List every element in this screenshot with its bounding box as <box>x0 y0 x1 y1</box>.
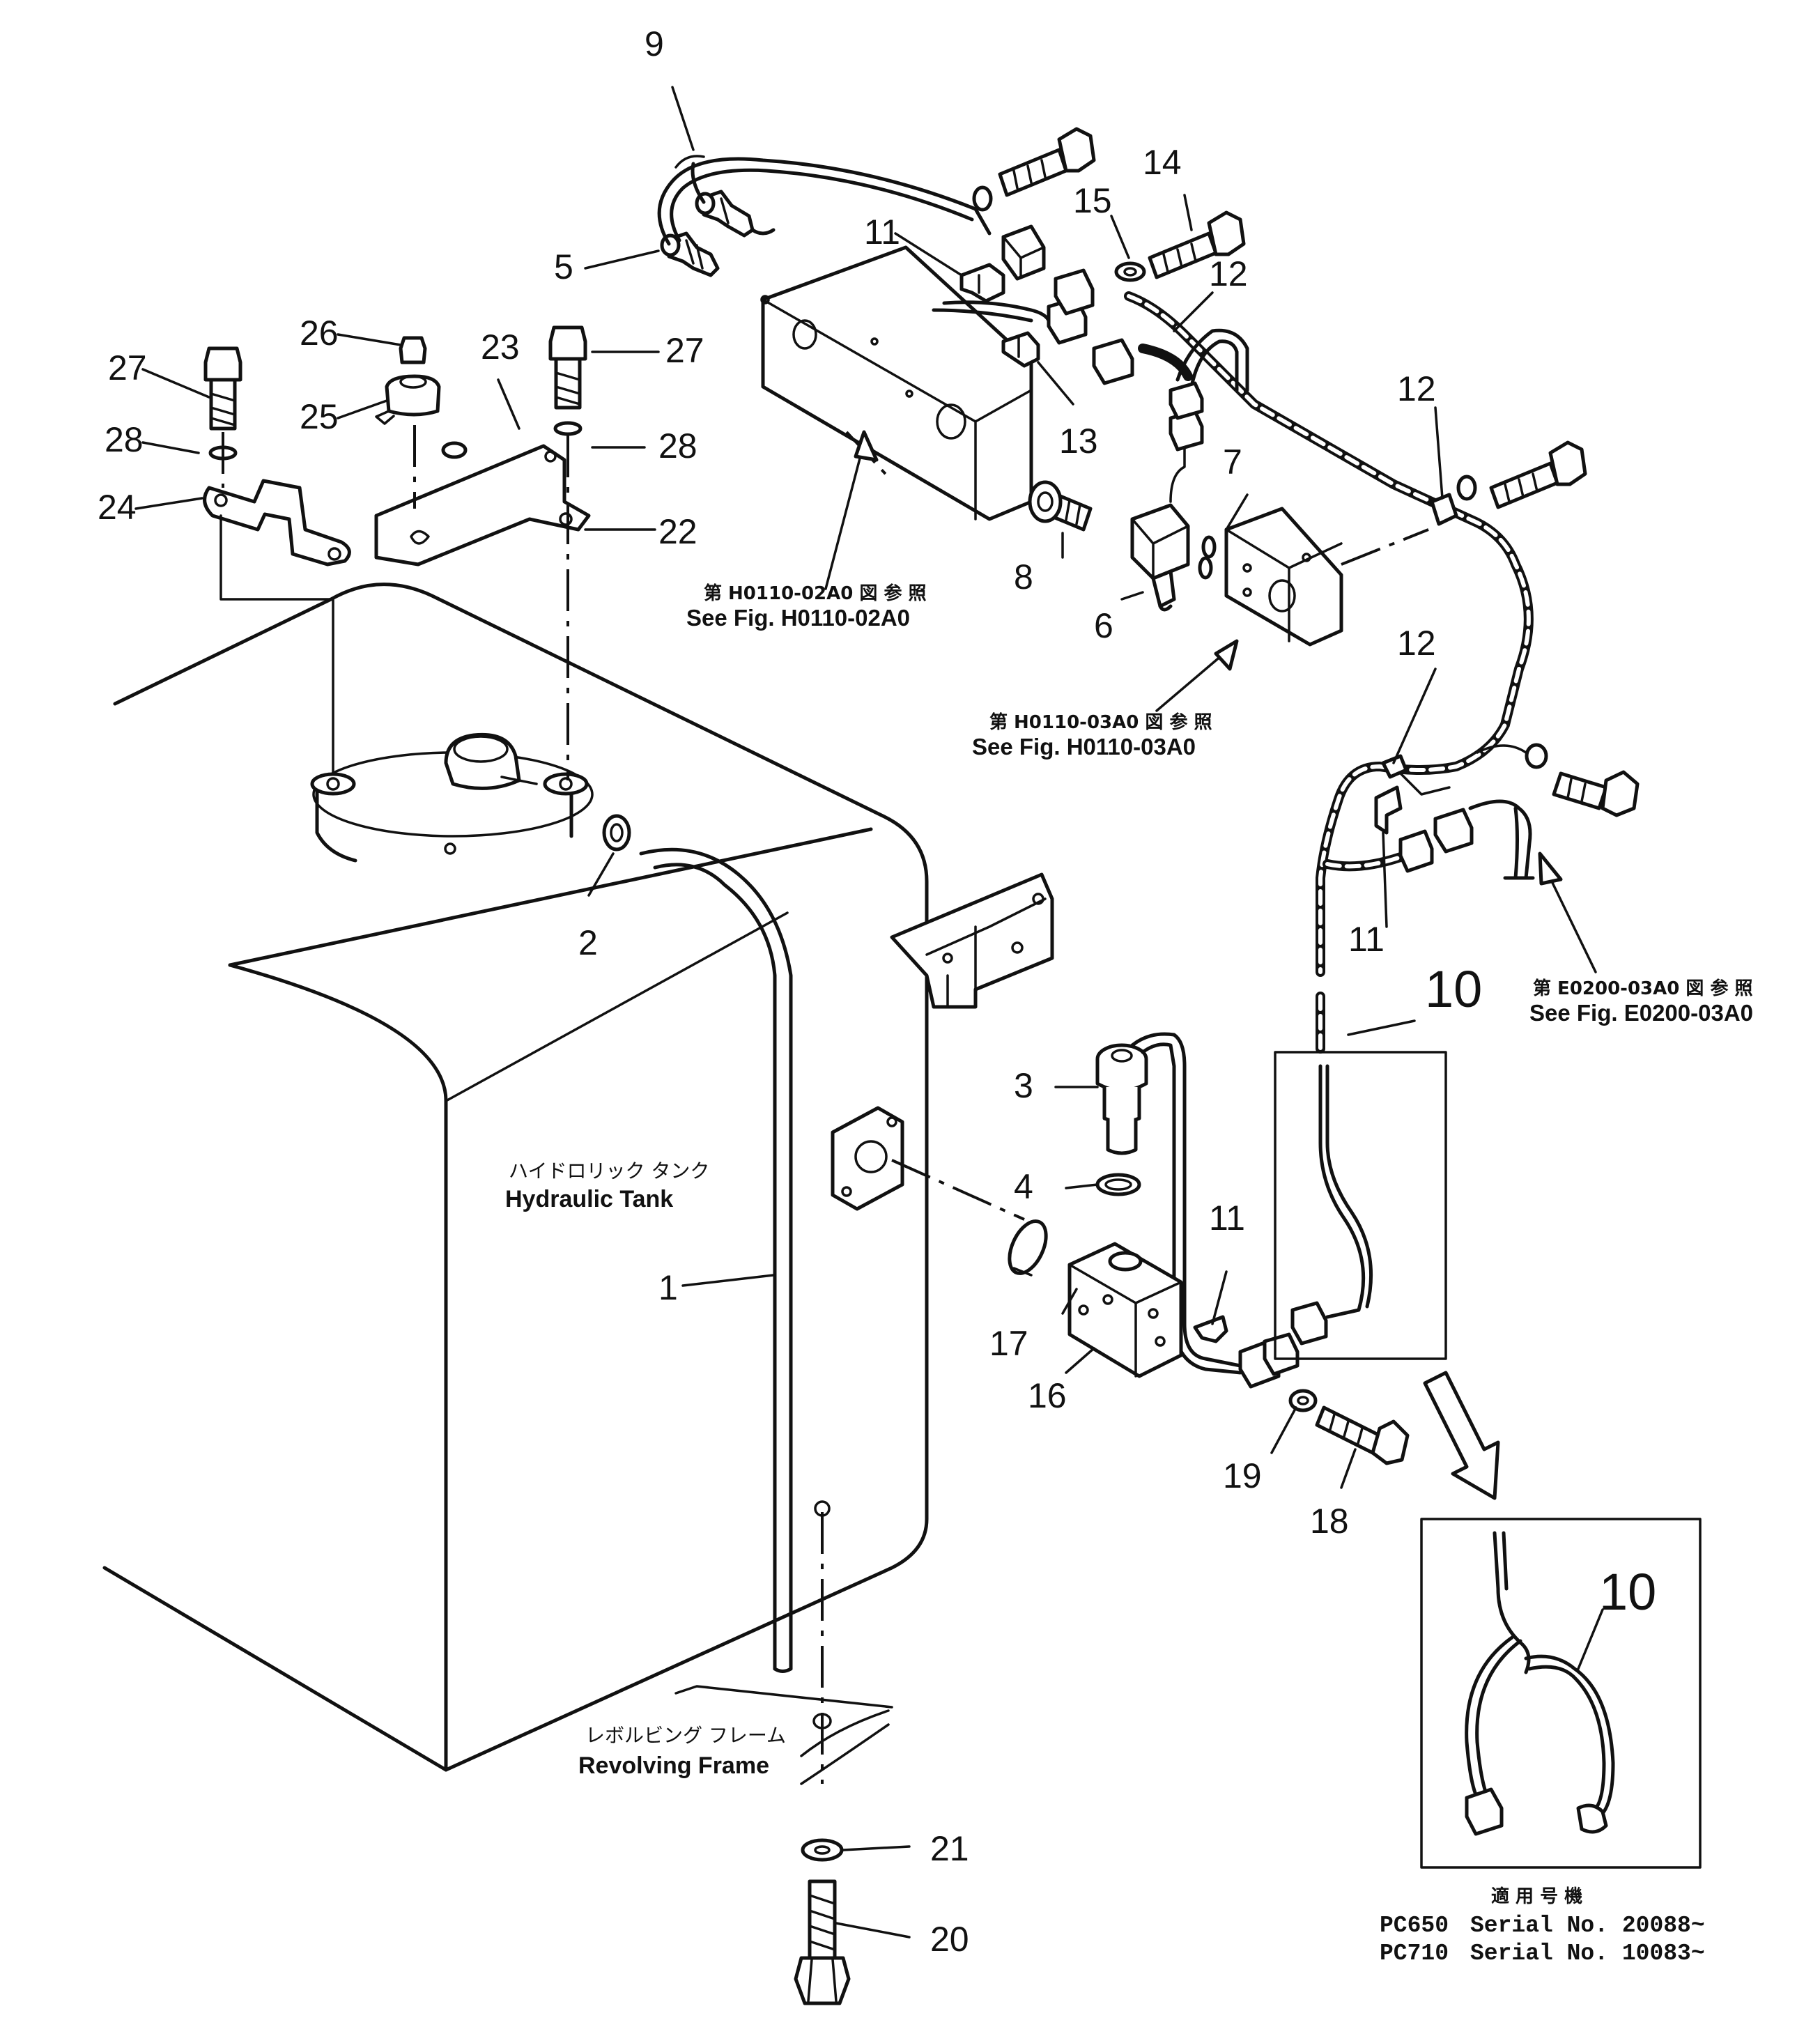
serial-text-1: Serial No. 20088~ <box>1470 1913 1705 1939</box>
hydraulic-tank-label-jp: ハイドロリック タンク <box>509 1159 709 1182</box>
revolving-frame <box>674 1500 893 1785</box>
washer-15 <box>1114 261 1146 282</box>
callout-2: 2 <box>578 923 598 962</box>
callout-10: 10 <box>1425 960 1482 1018</box>
clip-13 <box>1001 331 1040 368</box>
callout-21: 21 <box>930 1829 969 1868</box>
hydraulic-tank <box>102 583 1054 1772</box>
bolt-right-mid <box>1476 743 1640 817</box>
callout-11-lower: 11 <box>1209 1199 1245 1238</box>
callout-7: 7 <box>1223 442 1242 481</box>
washer-19 <box>1288 1389 1318 1412</box>
valve-block-right <box>1224 507 1429 647</box>
sensor-25-26 <box>375 336 441 509</box>
callout-12-top: 12 <box>1209 254 1248 293</box>
callout-28-left: 28 <box>105 420 144 459</box>
serial-model-2: PC710 <box>1380 1941 1449 1966</box>
bracket-24 <box>203 479 351 775</box>
callout-6: 6 <box>1094 606 1113 645</box>
serial-model-1: PC650 <box>1380 1913 1449 1939</box>
connector-lower <box>1238 1332 1300 1389</box>
detail-box-lower <box>1420 1518 1702 1869</box>
callout-23: 23 <box>481 327 520 367</box>
revolving-frame-label-en: Revolving Frame <box>578 1752 769 1779</box>
bolt-27-right <box>548 325 587 780</box>
leaders <box>134 86 1604 1939</box>
callout-11-right: 11 <box>1348 920 1385 959</box>
callout-28-right: 28 <box>658 426 697 465</box>
callout-3: 3 <box>1014 1066 1033 1105</box>
callout-10-detail: 10 <box>1599 1563 1656 1621</box>
callout-9: 9 <box>645 24 664 63</box>
callout-26: 26 <box>300 314 339 353</box>
callout-16: 16 <box>1028 1376 1067 1415</box>
bolt-14 <box>1148 210 1246 279</box>
bolt-20 <box>794 1879 851 2005</box>
callout-8: 8 <box>1014 557 1033 596</box>
revolving-frame-label-jp: レボルビング フレーム <box>585 1724 786 1747</box>
callout-12-right: 12 <box>1397 369 1436 408</box>
callout-27-right: 27 <box>665 331 704 370</box>
callout-1: 1 <box>658 1268 678 1307</box>
harness-9 <box>657 155 992 246</box>
bolt-right-upper <box>1456 440 1587 509</box>
callout-numbers: 27 28 24 26 25 23 27 28 22 5 9 11 15 14 … <box>98 24 1656 1959</box>
detail-box-upper <box>1274 1051 1447 1360</box>
sensor-upper <box>695 190 776 238</box>
ref-fig-03-jp: 第 H0110-03A0 図 参 照 <box>989 711 1212 733</box>
switch-6 <box>1130 381 1204 612</box>
hose-1 <box>602 814 793 1673</box>
ref-fig-e02-en: See Fig. E0200-03A0 <box>1529 1000 1753 1026</box>
oring-4 <box>1095 1173 1141 1196</box>
sensor-3 <box>1095 1032 1242 1375</box>
callout-19: 19 <box>1223 1456 1262 1495</box>
sensor-5 <box>660 231 720 277</box>
callout-20: 20 <box>930 1920 969 1959</box>
oring-7 <box>1198 535 1217 580</box>
bolt-upper-left <box>972 127 1096 212</box>
connector-right-1 <box>1398 808 1474 873</box>
callout-25: 25 <box>300 397 339 436</box>
harness-10 <box>1124 291 1535 1054</box>
washer-21 <box>801 1838 844 1862</box>
clip-12-right <box>1430 493 1458 526</box>
serial-note: 適 用 号 機 PC650 Serial No. 20088~ PC710 Se… <box>1380 1886 1705 1966</box>
bolt-18 <box>1315 1405 1410 1465</box>
block-16 <box>1067 1242 1183 1378</box>
clip-11-top <box>959 263 1005 303</box>
callout-5: 5 <box>554 247 573 286</box>
callout-17: 17 <box>989 1324 1028 1363</box>
hydraulic-tank-label-en: Hydraulic Tank <box>505 1186 673 1212</box>
oring-17 <box>891 1159 1048 1275</box>
clip-11-right <box>1374 785 1403 835</box>
callout-4: 4 <box>1014 1167 1033 1206</box>
open-arrow <box>1423 1371 1500 1500</box>
reference-labels: 第 H0110-02A0 図 参 照 See Fig. H0110-02A0 第… <box>686 583 1753 1026</box>
callout-15: 15 <box>1073 181 1112 220</box>
callout-12-mid: 12 <box>1397 624 1436 663</box>
bracket-23 <box>374 441 591 567</box>
callout-18: 18 <box>1310 1502 1349 1541</box>
component-labels: ハイドロリック タンク Hydraulic Tank レボルビング フレーム R… <box>505 1159 786 1779</box>
callout-22: 22 <box>658 512 697 551</box>
callout-27-left: 27 <box>108 348 147 387</box>
connector-top <box>1001 224 1046 281</box>
ref-fig-02-jp: 第 H0110-02A0 図 参 照 <box>704 583 927 604</box>
ref-fig-e02-jp: 第 E0200-03A0 図 参 照 <box>1533 978 1753 999</box>
callout-24: 24 <box>98 488 137 527</box>
ref-fig-02-en: See Fig. H0110-02A0 <box>686 605 910 631</box>
callout-13: 13 <box>1059 422 1098 461</box>
callout-14: 14 <box>1143 143 1182 182</box>
bolt-27-left <box>203 346 242 488</box>
serial-note-title: 適 用 号 機 <box>1491 1886 1582 1907</box>
ref-fig-03-en: See Fig. H0110-03A0 <box>972 734 1196 760</box>
serial-text-2: Serial No. 10083~ <box>1470 1941 1705 1966</box>
clip-11-lower <box>1193 1315 1228 1343</box>
plug-8 <box>1028 480 1093 532</box>
wires-top <box>932 268 1134 385</box>
callout-11-top: 11 <box>864 213 900 252</box>
